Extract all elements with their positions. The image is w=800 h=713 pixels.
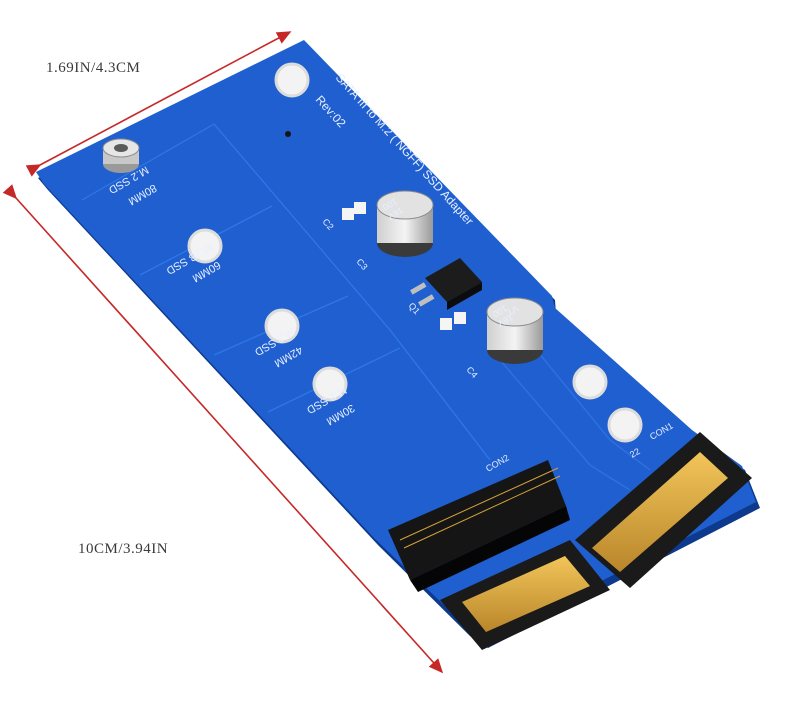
- standoff-screw: [102, 138, 140, 173]
- capacitor-c4: [486, 297, 544, 364]
- adapter-board: [36, 40, 760, 650]
- mounting-hole: [264, 308, 300, 344]
- mounting-hole: [312, 366, 348, 402]
- m2-connector: [388, 460, 570, 592]
- capacitor-c2: [376, 190, 434, 257]
- width-dimension-label: 1.69IN/4.3CM: [46, 60, 141, 76]
- pin22-label: 22: [628, 446, 642, 460]
- mounting-hole: [187, 228, 223, 264]
- mounting-hole: [274, 62, 310, 98]
- transistor-q1: [410, 258, 482, 310]
- length-dimension-label: 10CM/3.94IN: [78, 541, 169, 557]
- mounting-hole: [607, 407, 643, 443]
- mounting-hole: [572, 364, 608, 400]
- width-dimension-arrow: [25, 31, 292, 177]
- length-dimension-arrow: [2, 184, 444, 674]
- sata-connector: [440, 432, 752, 650]
